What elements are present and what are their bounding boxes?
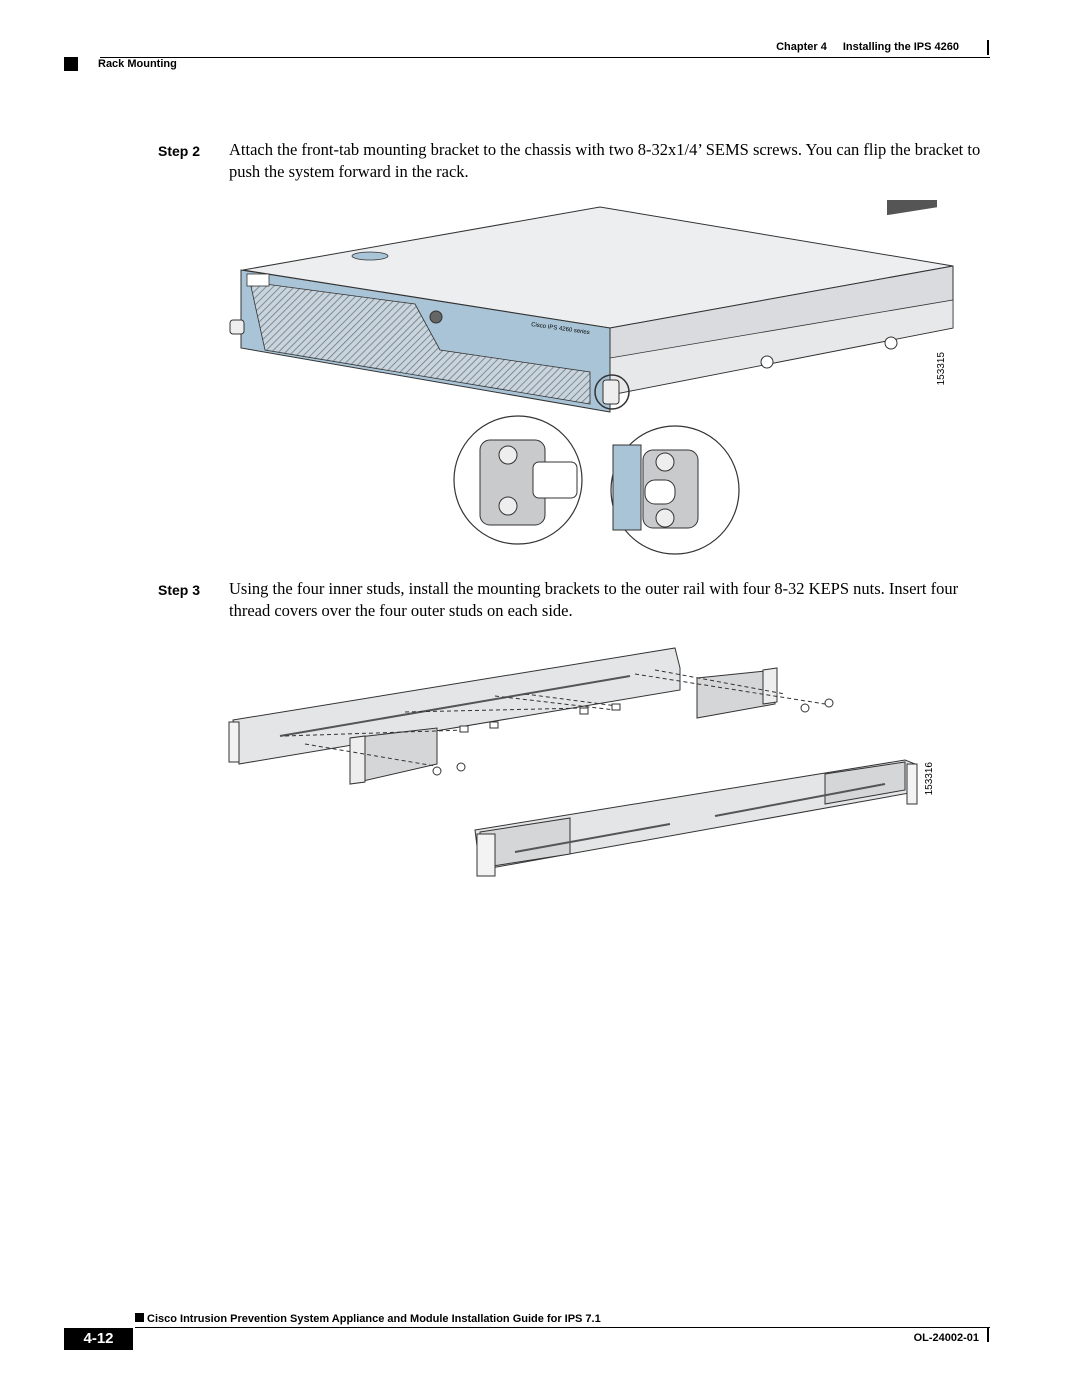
header-marker-square [64, 57, 78, 71]
section-title: Rack Mounting [98, 58, 177, 70]
front-tab-right [602, 379, 620, 405]
rail-slot [514, 823, 671, 853]
rail-slot [279, 675, 631, 737]
header-right-bar [987, 40, 989, 55]
rail-end-tab [476, 833, 496, 877]
keps-nuts [432, 698, 834, 776]
chapter-title: Installing the IPS 4260 [842, 41, 959, 53]
footer-rule [135, 1327, 990, 1328]
front-tab-left [229, 319, 245, 335]
footer-book-title: Cisco Intrusion Prevention System Applia… [147, 1313, 601, 1325]
chassis-bracket-figure: Cisco IPS 4260 series [229, 200, 954, 555]
rail-screw [760, 355, 774, 369]
step-2-label: Step 2 [158, 143, 201, 159]
figure-number-1: 153315 [936, 352, 947, 386]
rail-slot [714, 783, 886, 817]
step-3-label: Step 3 [158, 582, 201, 598]
figure-number-2: 153316 [924, 762, 935, 796]
footer-marker-square [135, 1313, 144, 1322]
thread-covers [459, 703, 621, 733]
document-number: OL-24002-01 [913, 1332, 979, 1344]
page-number: 4-12 [64, 1328, 133, 1350]
power-button-icon [429, 310, 443, 324]
footer-right-bar [987, 1327, 989, 1342]
step-2-text: Attach the front-tab mounting bracket to… [229, 140, 981, 181]
header-rule [100, 57, 990, 58]
top-latch [351, 251, 389, 261]
right-mounting-bracket [696, 669, 776, 719]
cisco-logo-icon [246, 273, 270, 287]
detail-view-right [610, 425, 740, 555]
bracket-callout-circle [594, 374, 630, 410]
detail-view-left [453, 415, 583, 545]
lower-right-bracket [824, 761, 906, 805]
alignment-guides [284, 669, 826, 767]
rail-end-tab [228, 721, 240, 763]
vent-grid [887, 200, 937, 216]
chapter-number: Chapter 4 [776, 41, 827, 53]
step-3-text: Using the four inner studs, install the … [229, 579, 959, 620]
bezel-grille [249, 281, 591, 405]
rail-screw [884, 336, 898, 350]
rail-end-tab [906, 763, 918, 805]
running-header-chapter: Chapter 4 Installing the IPS 4260 [776, 41, 959, 53]
rails-figure [228, 647, 918, 877]
